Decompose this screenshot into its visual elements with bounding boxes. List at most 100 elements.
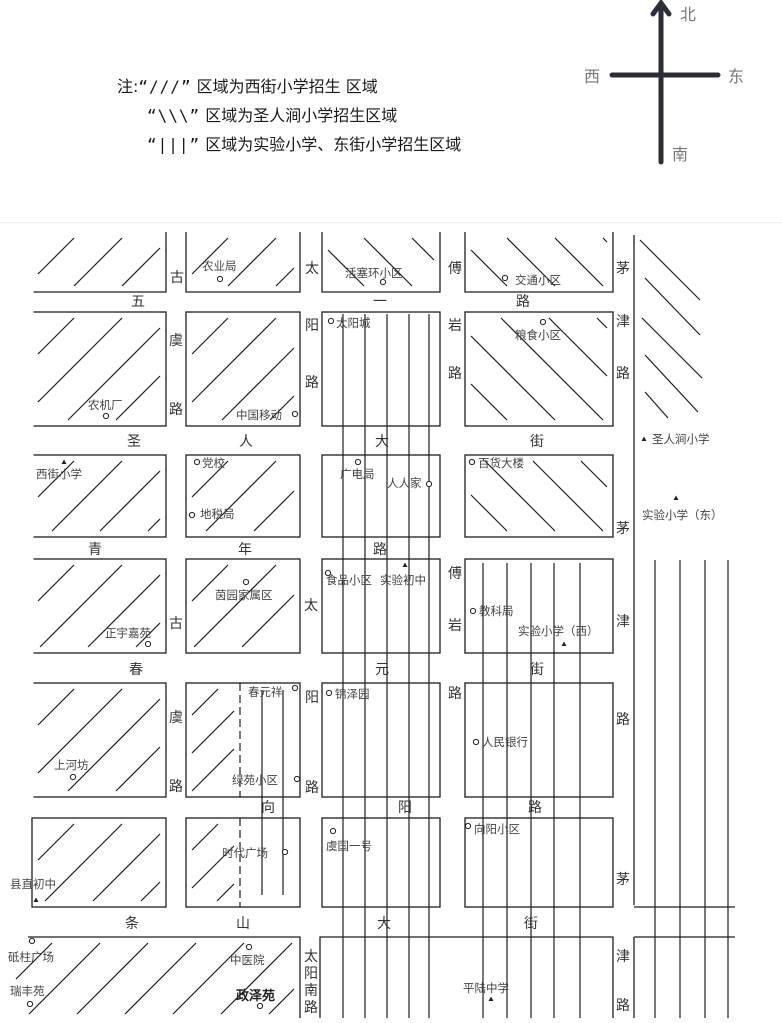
legend-pattern-forward-hatch: “///” — [138, 77, 192, 96]
forward-hatch-line — [191, 460, 229, 498]
back-hatch-line — [411, 237, 435, 261]
road-label-maojin: 津 — [616, 949, 630, 965]
road-edges — [28, 235, 735, 1018]
poi-label: 广电局 — [340, 467, 375, 481]
back-hatch-line — [644, 277, 701, 336]
compass-north: 北 — [680, 5, 696, 24]
forward-hatch-line — [39, 564, 123, 648]
legend-pattern-back-hatch: “\\\” — [147, 106, 201, 125]
block-r6-c3 — [321, 817, 441, 908]
poi-circle-icon — [464, 822, 472, 830]
forward-hatch-line — [124, 942, 197, 1015]
poi-label: 平陆中学 — [463, 981, 509, 995]
back-hatch-line — [363, 237, 413, 287]
poi-label: 正宇嘉苑 — [105, 626, 151, 640]
school-triangle-icon — [61, 459, 67, 464]
block-south-east — [319, 936, 614, 1018]
poi-markers — [26, 274, 679, 1010]
back-hatch-line — [580, 460, 608, 488]
compass-west: 西 — [584, 67, 600, 86]
legend-row-shiyan: “|||” 区域为实验小学、东街小学招生区域 — [117, 130, 461, 159]
forward-hatch-line — [99, 470, 161, 532]
poi-circle-icon — [379, 278, 387, 286]
road-label-fuyan: 傅 — [448, 566, 462, 582]
poi-label: 西街小学 — [36, 467, 82, 481]
road-label-qingnian: 年 — [238, 542, 252, 558]
block-r5-c1 — [31, 682, 167, 798]
road-label-tiaoshan: 条 — [125, 915, 139, 932]
back-hatch-line — [532, 460, 604, 532]
north-arrow-icon — [650, 0, 672, 17]
forward-hatch-line — [268, 988, 295, 1015]
forward-hatch-line — [44, 823, 123, 902]
forward-hatch-line — [115, 746, 161, 792]
road-label-maojin: 路 — [616, 366, 630, 382]
block-r3-c4 — [464, 454, 614, 538]
block-r1-c3 — [321, 232, 441, 293]
back-hatch-line — [470, 383, 508, 421]
forward-hatch-line — [87, 574, 161, 648]
forward-hatch-line — [121, 247, 161, 287]
road-label-maojin: 津 — [616, 614, 630, 630]
back-hatch-line — [506, 237, 556, 287]
forward-hatch-line — [191, 748, 235, 792]
poi-circle-icon — [291, 410, 299, 418]
school-triangle-icon — [488, 996, 494, 1001]
school-triangle-icon — [673, 495, 679, 500]
road-label-chunyuan: 元 — [375, 662, 389, 678]
forward-hatch-line — [221, 347, 295, 421]
block-r6-c4 — [464, 817, 614, 908]
road-label-taiyang: 太 — [304, 598, 318, 614]
school-triangle-icon — [561, 641, 567, 646]
road-label-taiyang: 阳 — [305, 690, 319, 706]
poi-circle-icon — [242, 578, 250, 586]
poi-label: 时代广场 — [222, 846, 268, 860]
back-hatch-line — [470, 249, 508, 287]
forward-hatch-line — [37, 823, 75, 861]
poi-label: 中国移动 — [236, 408, 282, 422]
forward-hatch-line — [73, 237, 123, 287]
poi-label: 活塞环小区 — [345, 266, 403, 280]
forward-hatch-line — [193, 564, 277, 648]
road-label-taiyang: 阳 — [305, 318, 319, 334]
forward-hatch-line — [269, 395, 295, 421]
school-triangle-icon — [33, 897, 39, 902]
forward-hatch-line — [172, 942, 245, 1015]
poi-circle-icon — [281, 848, 289, 856]
road-label-wuyi: 五 — [131, 294, 145, 310]
poi-label: 农机厂 — [88, 398, 123, 412]
road-label-qingnian: 青 — [88, 542, 102, 558]
poi-circle-icon — [193, 458, 201, 466]
road-label-wuyi: 一 — [373, 294, 387, 310]
road-label-taiyang-nan: 路 — [304, 1000, 318, 1016]
forward-hatch-line — [227, 237, 277, 287]
road-label-maojin: 茅 — [616, 261, 630, 277]
poi-circle-icon — [245, 943, 253, 951]
poi-circle-icon — [144, 640, 152, 648]
poi-label: 农业局 — [202, 259, 237, 273]
block-r6-c2 — [185, 817, 301, 908]
poi-circle-icon — [291, 684, 299, 692]
map-labels: 农业局活塞环小区交通小区太阳城粮食小区农机厂中国移动西街小学党校地税局广电局人人… — [8, 259, 723, 1016]
road-label-fuyan: 路 — [448, 366, 462, 382]
forward-hatch-line — [191, 317, 277, 403]
forward-hatch-line — [191, 564, 229, 602]
forward-hatch-line — [67, 698, 161, 792]
poi-label: 向阳小区 — [474, 822, 520, 836]
poi-label: 人民银行 — [482, 735, 528, 749]
poi-circle-icon — [472, 738, 480, 746]
poi-circle-icon — [354, 458, 362, 466]
forward-hatch-line — [37, 317, 75, 355]
poi-circle-icon — [293, 775, 301, 783]
poi-label: 县直初中 — [10, 877, 56, 891]
forward-hatch-line — [140, 881, 161, 902]
road-label-qingnian: 路 — [373, 542, 387, 558]
back-hatch-line — [470, 335, 556, 421]
block-r2-c4 — [464, 311, 614, 427]
poi-label: 中医院 — [230, 953, 265, 967]
block-r6-c1 — [31, 817, 167, 908]
poi-circle-icon — [501, 274, 509, 282]
forward-hatch-line — [253, 490, 295, 532]
poi-circle-icon — [188, 511, 196, 519]
road-label-taiyang: 路 — [305, 780, 319, 796]
